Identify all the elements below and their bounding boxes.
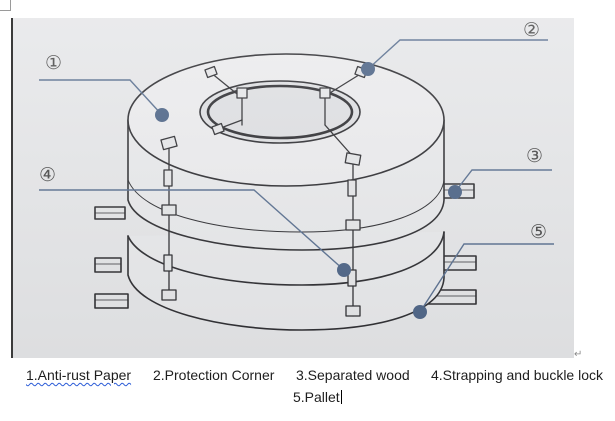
caption-item-4: 4.Strapping and buckle lock — [431, 367, 603, 383]
marker-dots — [155, 62, 462, 319]
diagram-photo: ① ② ③ ④ ⑤ — [11, 18, 574, 358]
marker-1: ① — [45, 52, 62, 74]
coil-packaging-diagram: ① ② ③ ④ ⑤ — [39, 19, 554, 331]
caption-item-1: 1.Anti-rust Paper — [26, 367, 132, 383]
caption-item-5-text: 5.Pallet — [293, 389, 340, 405]
caption-item-3: 3.Separated wood — [296, 367, 410, 383]
text-cursor — [340, 390, 342, 404]
strapping — [168, 71, 363, 317]
marker-4: ④ — [39, 164, 56, 186]
separated-wood-planks — [94, 183, 477, 309]
page-corner-mark — [0, 0, 11, 11]
marker-3: ③ — [526, 145, 543, 167]
marker-5: ⑤ — [530, 221, 547, 243]
caption-item-5[interactable]: 5.Pallet — [293, 389, 342, 405]
marker-2: ② — [523, 19, 540, 41]
upper-coil — [127, 53, 445, 251]
pilcrow-icon: ↵ — [574, 349, 583, 360]
caption-item-2: 2.Protection Corner — [153, 367, 275, 383]
lower-coil — [127, 231, 445, 331]
circled-numbers: ① ② ③ ④ ⑤ — [39, 19, 547, 243]
protection-corners — [160, 65, 368, 317]
leader-lines — [39, 39, 554, 313]
